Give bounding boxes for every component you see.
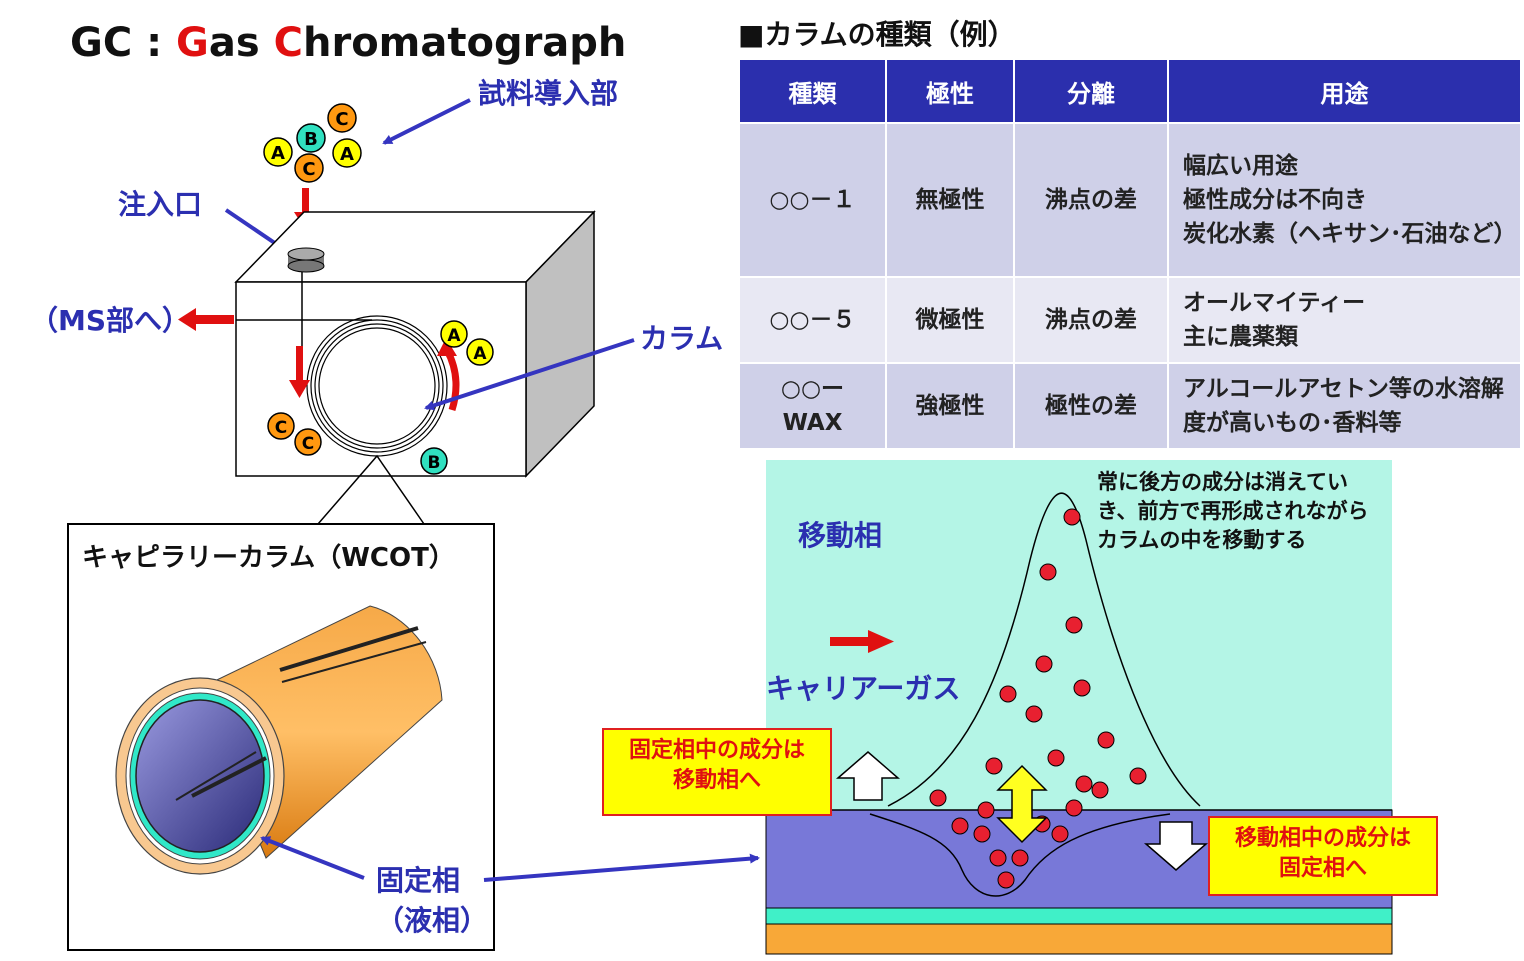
mobile-phase-label: 移動相 — [798, 519, 882, 552]
table-cell-polarity: 微極性 — [887, 278, 1013, 362]
column-types-table: 種類 極性 分離 用途 ○○－１ 無極性 沸点の差 幅広い用途 極性成分は不向き… — [738, 58, 1522, 450]
table-cell-type: ○○ー WAX — [740, 364, 885, 448]
carrier-gas-arrow — [830, 630, 894, 653]
svg-text:C: C — [302, 159, 315, 180]
table-row: ○○－５ 微極性 沸点の差 オールマイティー 主に農薬類 — [740, 278, 1520, 362]
analyte-dots — [929, 508, 1147, 889]
svg-text:C: C — [302, 434, 314, 454]
column-label: カラム — [640, 322, 723, 355]
gc-oven-box — [234, 210, 596, 478]
stationary-phase-sublabel: （液相） — [376, 904, 488, 937]
table-cell-use: オールマイティー 主に農薬類 — [1169, 278, 1520, 362]
table-cell-use: 幅広い用途 極性成分は不向き 炭化水素（ヘキサン･石油など） — [1169, 124, 1520, 276]
capillary-tube — [115, 605, 443, 875]
table-cell-separation: 極性の差 — [1015, 364, 1167, 448]
capillary-title: キャピラリーカラム（WCOT） — [82, 543, 455, 573]
stationary-arrow-left — [260, 836, 365, 880]
table-header-cell: 分離 — [1015, 60, 1167, 122]
table-row: ○○ー WAX 強極性 極性の差 アルコールアセトン等の水溶解度が高いもの･香料… — [740, 364, 1520, 448]
table-header-cell: 種類 — [740, 60, 885, 122]
mobile-to-stationary-note: 移動相中の成分は 固定相へ — [1208, 816, 1438, 896]
svg-text:B: B — [304, 129, 318, 150]
svg-text:C: C — [275, 418, 287, 438]
table-cell-separation: 沸点の差 — [1015, 278, 1167, 362]
carrier-gas-label: キャリアーガス — [766, 672, 960, 705]
table-cell-polarity: 強極性 — [887, 364, 1013, 448]
sample-inlet-arrow — [382, 98, 471, 145]
injection-port-label: 注入口 — [118, 188, 202, 221]
exchange-arrow — [996, 764, 1048, 844]
table-header-cell: 用途 — [1169, 60, 1520, 122]
table-cell-type: ○○－５ — [740, 278, 885, 362]
sample-molecules: C B A A C — [263, 103, 362, 183]
table-cell-use: アルコールアセトン等の水溶解度が高いもの･香料等 — [1169, 364, 1520, 448]
svg-text:A: A — [340, 144, 354, 165]
svg-text:B: B — [428, 453, 441, 473]
svg-text:C: C — [335, 109, 348, 130]
column-flow-arrows — [289, 338, 460, 412]
callout-lines — [317, 454, 425, 525]
sample-inlet-label: 試料導入部 — [478, 77, 618, 110]
to-ms-label: （MS部へ） — [30, 304, 190, 337]
table-cell-polarity: 無極性 — [887, 124, 1013, 276]
table-header-row: 種類 極性 分離 用途 — [740, 60, 1520, 122]
table-header-cell: 極性 — [887, 60, 1013, 122]
up-white-arrow — [835, 751, 901, 801]
peak-note: 常に後方の成分は消えてい き、前方で再形成されながら カラムの中を移動する — [1097, 470, 1376, 552]
page-title: GC : Gas Chromatograph — [70, 20, 626, 66]
to-ms-arrow — [178, 308, 234, 331]
injector-cylinder — [287, 247, 325, 352]
svg-text:A: A — [447, 326, 461, 346]
svg-text:A: A — [271, 143, 285, 164]
stationary-phase-label: 固定相 — [376, 864, 460, 897]
column-coil — [306, 315, 448, 457]
column-arrow — [424, 338, 635, 411]
table-cell-separation: 沸点の差 — [1015, 124, 1167, 276]
svg-text:A: A — [473, 344, 487, 364]
stationary-arrow-right — [483, 853, 760, 882]
table-row: ○○－１ 無極性 沸点の差 幅広い用途 極性成分は不向き 炭化水素（ヘキサン･石… — [740, 124, 1520, 276]
table-cell-type: ○○－１ — [740, 124, 885, 276]
table-heading: ■カラムの種類（例） — [738, 18, 1016, 51]
separated-molecules: A A C C B — [267, 320, 494, 475]
down-white-arrow — [1143, 821, 1209, 871]
stationary-to-mobile-note: 固定相中の成分は 移動相へ — [602, 728, 832, 816]
